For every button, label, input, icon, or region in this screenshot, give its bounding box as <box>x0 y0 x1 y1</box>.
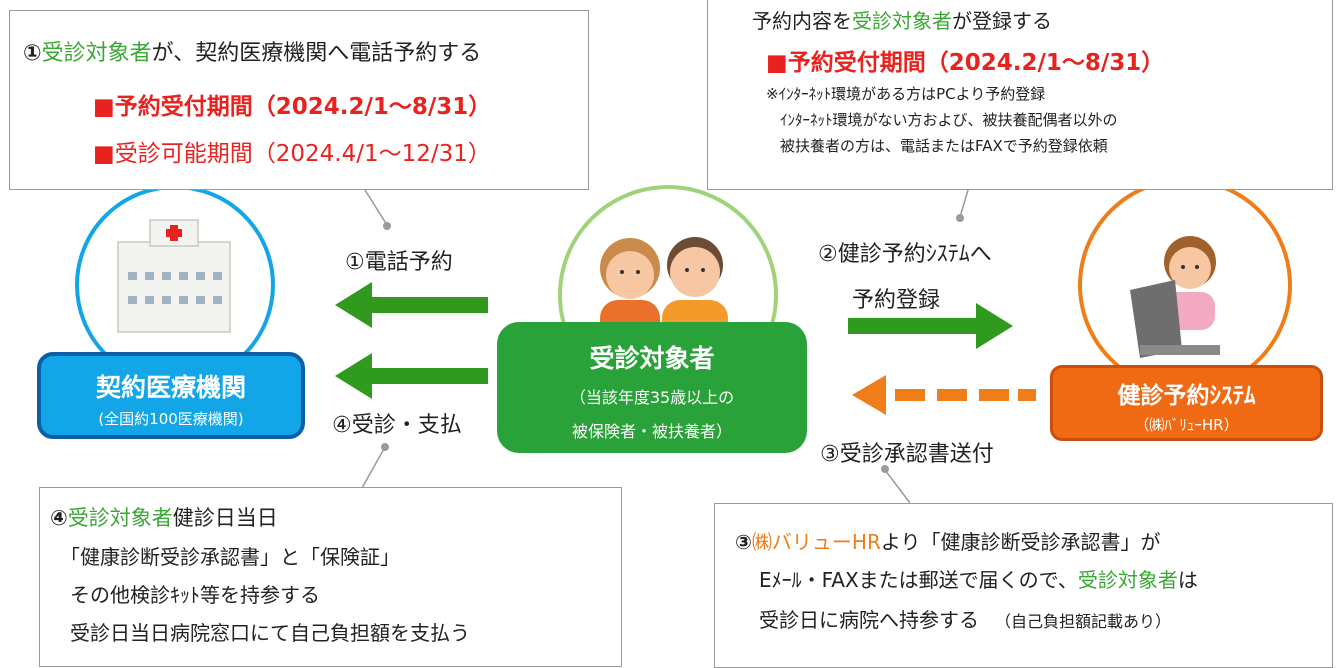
step3-subject: 受診対象者 <box>1077 568 1178 592</box>
arrow-system-registration <box>848 303 1013 349</box>
step1-exam-period: ■受診可能期間（2024.4/1～12/31） <box>93 141 491 167</box>
note-step2: 予約内容を受診対象者が登録する ■予約受付期間（2024.2/1～8/31） ※… <box>707 0 1333 190</box>
step2-reservation-period: ■予約受付期間（2024.2/1～8/31） <box>766 50 1165 76</box>
person-title: 受診対象者 <box>589 344 715 373</box>
system-subtitle: （㈱ﾊﾞﾘｭｰHR） <box>1134 416 1239 434</box>
note-step1: ①受診対象者が、契約医療機関へ電話予約する ■予約受付期間（2024.2/1～8… <box>9 10 589 190</box>
step2-note-b: ｲﾝﾀｰﾈｯﾄ環境がない方および、被扶養配偶者以外の <box>780 111 1118 129</box>
arrow-exam-payment <box>335 353 488 399</box>
step3-line3-note: （自己負担額記載あり） <box>995 612 1172 631</box>
hospital-node: 契約医療機関 (全国約100医療機関) <box>37 352 305 439</box>
arrow-approval-sending <box>852 375 1036 415</box>
system-node: 健診予約ｼｽﾃﾑ （㈱ﾊﾞﾘｭｰHR） <box>1050 365 1323 441</box>
pointer-dot-4 <box>381 443 389 451</box>
arrow-phone-reservation <box>335 282 488 328</box>
step4-line3: その他検診ｷｯﾄ等を持参する <box>70 583 320 607</box>
operator-pc-icon <box>1130 236 1220 358</box>
step4-number: ④ <box>50 506 68 530</box>
step4-subject: 受診対象者 <box>67 506 173 530</box>
label-phone-reservation: ①電話予約 <box>345 250 453 275</box>
label-approval-sending: ③受診承認書送付 <box>820 442 994 467</box>
label-exam-payment: ④受診・支払 <box>332 413 462 438</box>
step2-line1-post: が登録する <box>952 9 1052 33</box>
pointer-dot-1 <box>383 222 391 230</box>
label-system-registration-2: 予約登録 <box>852 288 941 313</box>
step3-line2-pre: Eﾒｰﾙ・FAXまたは郵送で届くので、 <box>759 568 1078 592</box>
step2-note-a: ※ｲﾝﾀｰﾈｯﾄ環境がある方はPCより予約登録 <box>766 85 1046 103</box>
step3-line3: 受診日に病院へ持参する <box>759 608 979 632</box>
hospital-title: 契約医療機関 <box>95 373 246 402</box>
step1-subject: 受診対象者 <box>41 41 152 66</box>
pointer-dot-3 <box>881 465 889 473</box>
person-node: 受診対象者 （当該年度35歳以上の 被保険者・被扶養者） <box>497 322 807 453</box>
step3-number: ③ <box>735 530 752 554</box>
hospital-icon <box>117 219 231 333</box>
step4-line2: 「健康診断受診承認書」と「保険証」 <box>60 545 400 569</box>
pointer-dot-2 <box>956 214 964 222</box>
step2-line1-pre: 予約内容を <box>752 9 852 33</box>
step4-line4: 受診日当日病院窓口にて自己負担額を支払う <box>70 621 470 645</box>
note-step4: ④受診対象者健診日当日 「健康診断受診承認書」と「保険証」 その他検診ｷｯﾄ等を… <box>39 487 622 667</box>
step1-text: が、契約医療機関へ電話予約する <box>151 41 482 66</box>
person-subtitle-1: （当該年度35歳以上の <box>569 388 735 407</box>
person-subtitle-2: 被保険者・被扶養者） <box>571 422 732 441</box>
step3-line1: より「健康診断受診承認書」が <box>880 530 1161 554</box>
note-step3: ③㈱バリューHRより「健康診断受診承認書」が Eﾒｰﾙ・FAXまたは郵送で届くの… <box>714 503 1333 668</box>
step3-company: ㈱バリューHR <box>751 530 881 554</box>
step2-subject: 受診対象者 <box>852 9 952 33</box>
step1-reservation-period: ■予約受付期間（2024.2/1～8/31） <box>93 94 492 120</box>
step1-number: ① <box>23 41 42 66</box>
label-system-registration-1: ②健診予約ｼｽﾃﾑへ <box>818 242 992 267</box>
system-title: 健診予約ｼｽﾃﾑ <box>1117 383 1256 409</box>
step4-line1: 健診日当日 <box>172 506 278 530</box>
step3-line2-post: は <box>1177 568 1198 592</box>
step2-note-c: 被扶養者の方は、電話またはFAXで予約登録依頼 <box>780 137 1108 155</box>
hospital-subtitle: (全国約100医療機関) <box>98 410 244 428</box>
